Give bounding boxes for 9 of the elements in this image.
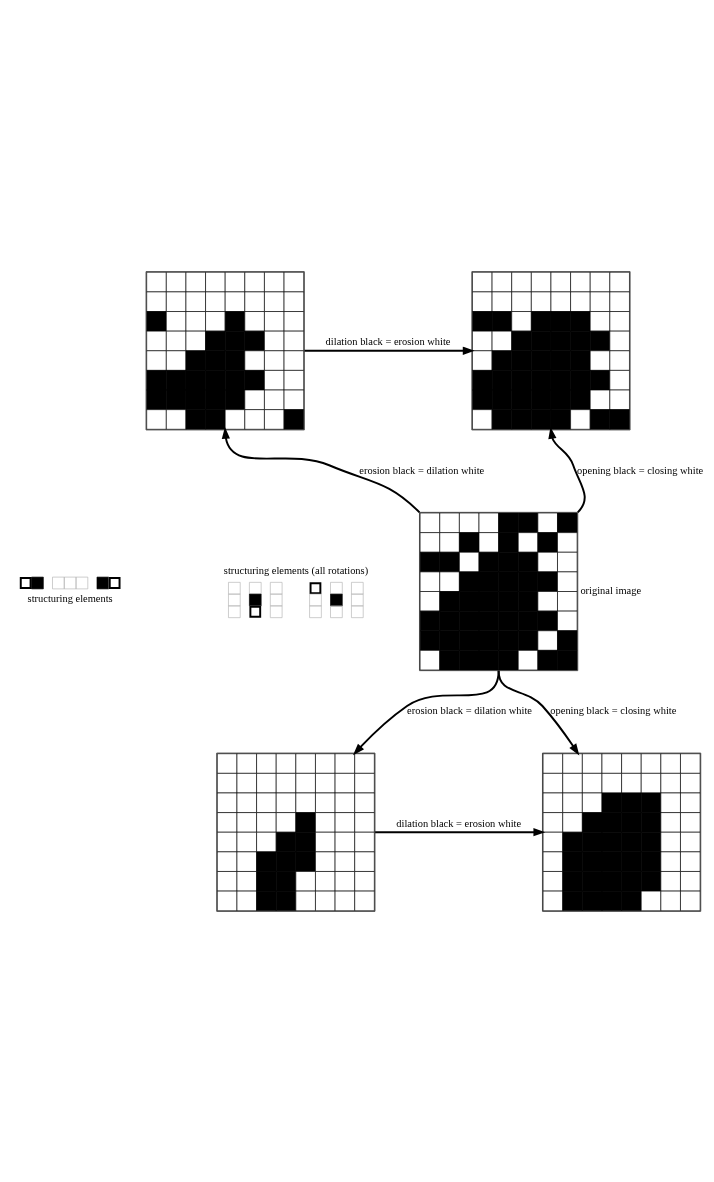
label: structuring elements (all rotations)	[223, 564, 369, 576]
label: structuring elements	[27, 592, 113, 604]
edge-label: dilation black = erosion white	[325, 335, 451, 347]
edge-label: opening black = closing white	[550, 704, 677, 716]
edge-label: erosion black = dilation white	[359, 464, 485, 476]
edge-label: dilation black = erosion white	[396, 817, 522, 829]
edge-label: erosion black = dilation white	[407, 704, 532, 716]
node-label: original image	[580, 584, 642, 596]
edge-label: opening black = closing white	[577, 464, 704, 476]
